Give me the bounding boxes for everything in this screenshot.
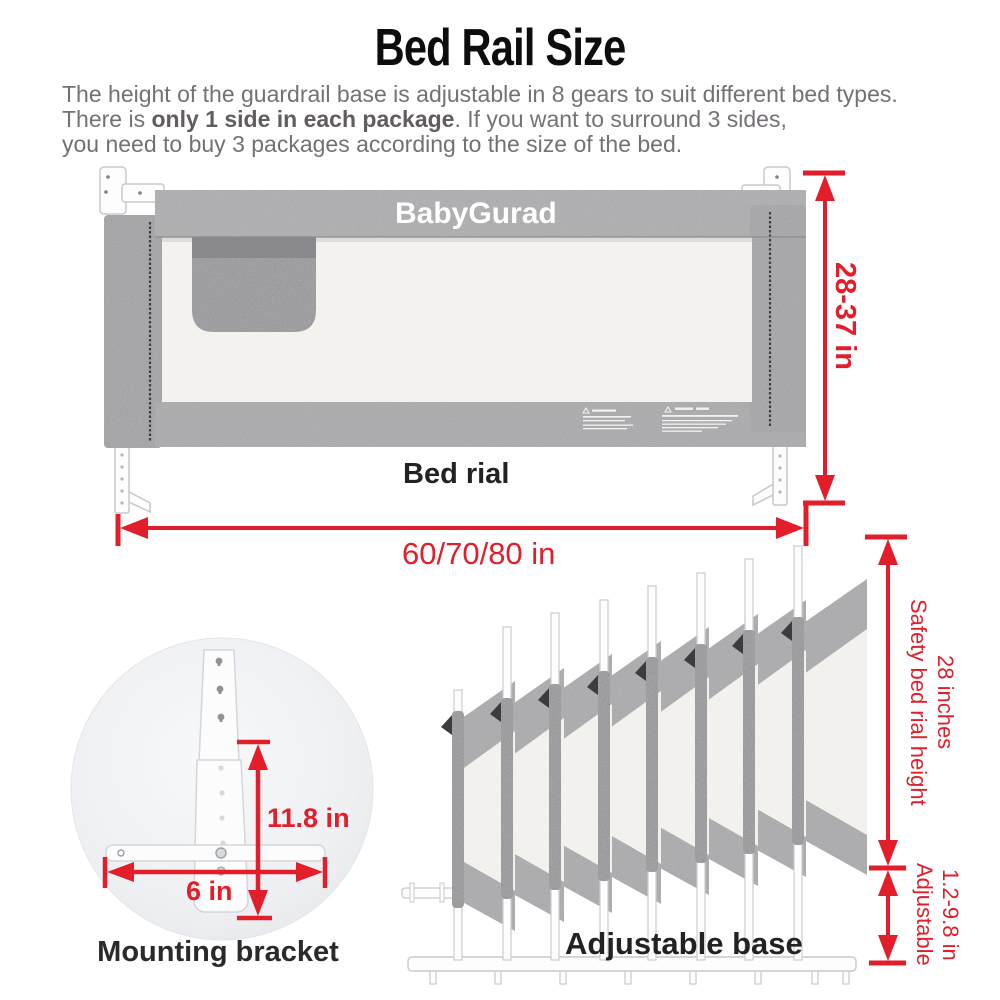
mounting-bracket-label: Mounting bracket	[97, 936, 339, 968]
warning-label-1	[582, 407, 633, 430]
description-text: The height of the guardrail base is adju…	[62, 82, 898, 157]
mounting-bracket-figure	[70, 637, 374, 941]
base-bar	[407, 956, 857, 972]
description-line-3: you need to buy 3 packages according to …	[62, 131, 683, 157]
bed-rail-figure	[99, 166, 806, 514]
adjustable-base-figure	[401, 545, 867, 985]
top-fabric-band	[155, 190, 806, 237]
warning-label-2	[662, 406, 738, 432]
safety-height-ticks	[865, 534, 907, 966]
base-range-label: Adjustable 1.2-9.8 in	[912, 863, 963, 966]
storage-pocket	[192, 237, 316, 332]
sleeve-clips	[441, 621, 792, 735]
pole-sleeves	[452, 617, 804, 908]
height-dimension-lines	[803, 170, 845, 546]
bracket-height-label: 11.8 in	[267, 803, 350, 833]
rail-panels	[455, 579, 867, 931]
bracket-width-label: 6 in	[186, 876, 233, 906]
bed-rail-label: Bed rial	[403, 458, 510, 490]
description-line-1: The height of the guardrail base is adju…	[62, 81, 898, 107]
safety-height-label: Safety bed rial height 28 inches	[906, 598, 958, 806]
page-title: Bed Rail Size	[374, 19, 627, 77]
description-line-2: There is only 1 side in each package. If…	[62, 106, 787, 132]
bracket-dimension-lines	[102, 739, 328, 921]
left-fabric-wrap	[104, 215, 162, 448]
height-dimension-label: 28-37 in	[829, 262, 861, 370]
width-dimension-label: 60/70/80 in	[402, 536, 556, 571]
brand-logo: BabyGurad	[395, 197, 557, 230]
adjustable-base-label: Adjustable base	[565, 926, 803, 961]
right-fabric-bar	[750, 205, 806, 432]
